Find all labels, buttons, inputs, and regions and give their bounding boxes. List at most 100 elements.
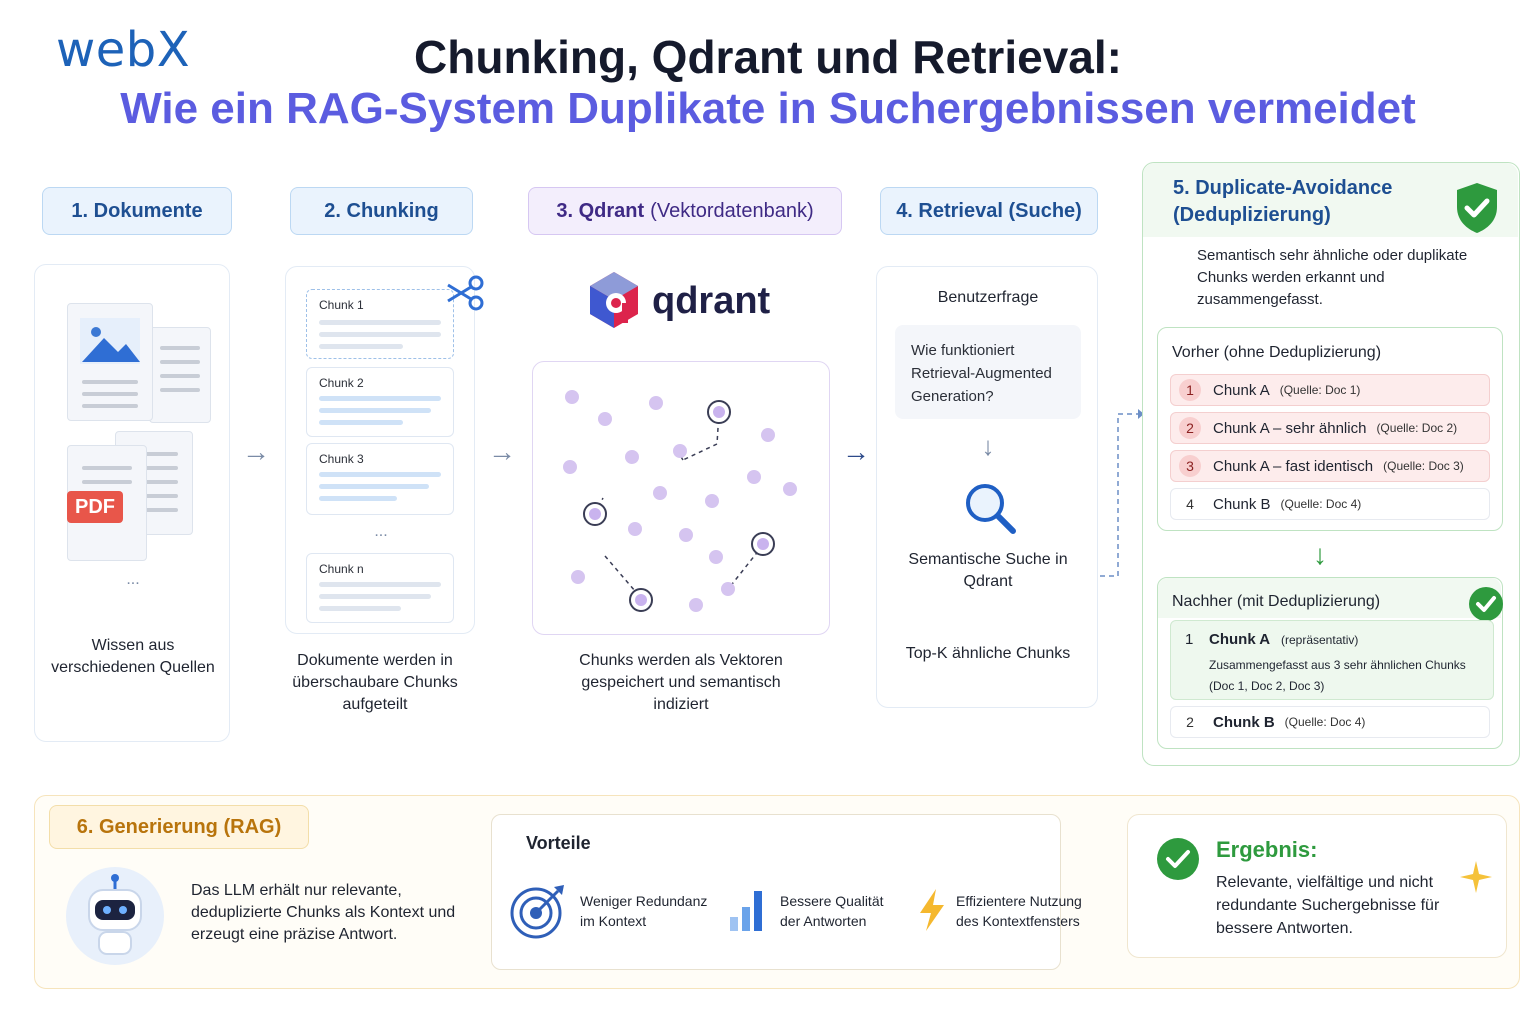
row-source: (Quelle: Doc 3): [1383, 459, 1464, 473]
page-title: Chunking, Qdrant und Retrieval:: [414, 31, 1122, 83]
vector-point: [571, 570, 585, 584]
row-source: (Quelle: Doc 2): [1376, 421, 1458, 435]
after-box: Nachher (mit Deduplizierung) 1 Chunk A (…: [1157, 577, 1503, 749]
row-source: (Quelle: Doc 4): [1284, 715, 1366, 729]
more-indicator: ...: [126, 571, 140, 588]
vector-point: [565, 390, 579, 404]
arrow-right-icon: →: [242, 436, 270, 467]
result-box: Ergebnis: Relevante, vielfältige und nic…: [1127, 814, 1507, 958]
pdf-icon: PDF: [67, 491, 123, 523]
row-number: 2: [1179, 417, 1201, 439]
topk-label: Top-K ähnliche Chunks: [905, 645, 1071, 662]
vector-point-selected: [629, 588, 653, 612]
robot-icon: [66, 867, 164, 965]
row-name: Chunk B: [1213, 495, 1271, 513]
page-subtitle: Wie ein RAG-System Duplikate in Sucherge…: [120, 84, 1416, 133]
result-text: Relevante, vielfältige und nicht redunda…: [1216, 874, 1440, 937]
step6-description: Das LLM erhält nur relevante, deduplizie…: [191, 882, 456, 943]
result-title: Ergebnis:: [1216, 837, 1318, 862]
step5-header: [1143, 163, 1518, 237]
vector-point: [625, 450, 639, 464]
qdrant-logo-icon: [590, 272, 638, 328]
chunk-card: Chunk n: [306, 553, 454, 623]
merged-row: 1 Chunk A (repräsentativ) Zusammengefass…: [1170, 620, 1494, 700]
bar-chart-icon: [730, 891, 762, 931]
vector-point: [653, 486, 667, 500]
arrow-down-icon: ↓: [1313, 539, 1327, 570]
vector-point: [628, 522, 642, 536]
row-name: Chunk A: [1209, 631, 1271, 648]
vector-point: [747, 470, 761, 484]
row-name: Chunk A: [1213, 381, 1270, 399]
step6-label: 6. Generierung (RAG): [49, 805, 309, 849]
row-detail: Zusammengefasst aus 3 sehr ähnlichen Chu…: [1209, 658, 1466, 693]
vector-point: [761, 428, 775, 442]
benefits-box: Vorteile Weniger Redundanz im Kontext Be…: [491, 814, 1082, 970]
vector-point-selected: [707, 400, 731, 424]
image-icon: [80, 318, 140, 364]
chunk-label: Chunk 3: [319, 452, 364, 466]
step2-label: 2. Chunking: [290, 187, 473, 235]
vector-point: [783, 482, 797, 496]
result-row: 1 Chunk A (Quelle: Doc 1): [1170, 374, 1490, 406]
row-source: (Quelle: Doc 1): [1279, 383, 1361, 397]
vector-point: [705, 494, 719, 508]
result-row: 2 Chunk A – sehr ähnlich (Quelle: Doc 2): [1170, 412, 1490, 444]
shield-check-icon: [1457, 183, 1497, 233]
step5-label: 5. Duplicate-Avoidance (Deduplizierung): [1173, 175, 1392, 229]
result-row: 3 Chunk A – fast identisch (Quelle: Doc …: [1170, 450, 1490, 482]
vector-space: [532, 361, 830, 635]
row-name: Chunk A – sehr ähnlich: [1213, 419, 1367, 437]
semantic-search-label: Semantische Suche in Qdrant: [908, 551, 1068, 590]
row-source: (repräsentativ): [1281, 633, 1359, 647]
benefit-item: Effizientere Nutzung des Kontextfensters: [956, 893, 1082, 929]
step5-panel: 5. Duplicate-Avoidance (Deduplizierung) …: [1142, 162, 1520, 766]
row-source: (Quelle: Doc 4): [1280, 497, 1362, 511]
vector-point: [679, 528, 693, 542]
benefits-title: Vorteile: [526, 833, 591, 853]
step2-card: Chunk 1 Chunk 2 Chunk 3 ... Chunk n: [285, 266, 484, 634]
step4-card: Benutzerfrage Wie funktioniert Retrieval…: [876, 266, 1098, 708]
vector-point-selected: [583, 502, 607, 526]
sparkle-icon: [1460, 861, 1492, 893]
vector-point-selected: [751, 532, 775, 556]
chunk-label: Chunk 1: [319, 298, 364, 312]
step1-caption: Wissen aus verschiedenen Quellen: [51, 637, 215, 676]
vector-point: [563, 460, 577, 474]
row-name: Chunk A – fast identisch: [1213, 457, 1374, 475]
row-number: 2: [1186, 714, 1194, 730]
step5-label-line2: (Deduplizierung): [1173, 204, 1331, 226]
lightning-icon: [920, 889, 944, 931]
step1-label: 1. Dokumente: [42, 187, 232, 235]
scissors-icon: [447, 275, 484, 311]
arrow-down-icon: ↓: [981, 431, 995, 461]
row-number: 1: [1185, 631, 1194, 648]
step3-label-suffix: (Vektordatenbank): [650, 199, 814, 222]
step2-caption: Dokumente werden in überschaubare Chunks…: [292, 652, 458, 713]
webx-logo: webX: [56, 22, 191, 78]
benefit-item: Bessere Qualität der Antworten: [780, 893, 884, 929]
check-icon: [1469, 587, 1503, 621]
vector-point: [649, 396, 663, 410]
row-number: 4: [1186, 496, 1194, 512]
qdrant-brand: qdrant: [652, 280, 771, 322]
vector-links: [594, 411, 764, 599]
before-title: Vorher (ohne Deduplizierung): [1172, 344, 1382, 361]
chunk-card: Chunk 2: [306, 367, 454, 437]
target-icon: [510, 885, 564, 939]
vector-point: [689, 598, 703, 612]
step4-label: 4. Retrieval (Suche): [880, 187, 1098, 235]
step6-panel: 6. Generierung (RAG) Das LLM erhält nur …: [34, 795, 1520, 989]
vector-point: [673, 444, 687, 458]
chunk-label: Chunk 2: [319, 376, 364, 390]
step3-label: 3. Qdrant (Vektordatenbank): [528, 187, 842, 235]
arrow-right-icon: →: [842, 436, 870, 467]
vector-point: [709, 550, 723, 564]
query-title: Benutzerfrage: [937, 289, 1039, 306]
before-box: Vorher (ohne Deduplizierung) 1 Chunk A (…: [1157, 327, 1503, 531]
user-query: Wie funktioniert Retrieval-Augmented Gen…: [895, 325, 1081, 419]
check-icon: [1157, 838, 1199, 880]
row-name: Chunk B: [1213, 713, 1275, 731]
step1-card: PDF ... Wissen aus verschiedenen Quellen: [34, 264, 230, 742]
row-number: 1: [1179, 379, 1201, 401]
